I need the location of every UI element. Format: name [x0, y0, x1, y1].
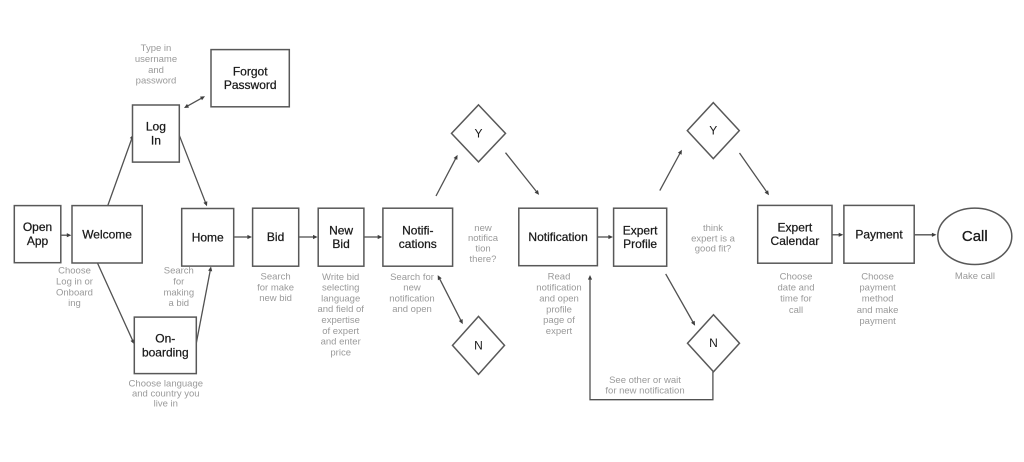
svg-text:Forgot: Forgot [233, 64, 268, 78]
svg-text:boarding: boarding [142, 345, 189, 359]
svg-text:price: price [330, 347, 351, 358]
svg-text:Read: Read [548, 272, 571, 283]
svg-text:a bid: a bid [168, 298, 189, 309]
svg-text:App: App [27, 234, 49, 248]
svg-text:Choose language: Choose language [129, 379, 203, 390]
svg-text:On-: On- [155, 332, 175, 346]
svg-text:password: password [136, 76, 177, 87]
svg-text:Profile: Profile [623, 237, 657, 251]
svg-text:Home: Home [192, 230, 224, 244]
svg-text:expert: expert [546, 326, 573, 337]
svg-text:new bid: new bid [259, 293, 292, 304]
svg-text:payment: payment [859, 316, 896, 327]
svg-text:ing: ing [68, 298, 81, 309]
svg-text:Search for: Search for [390, 272, 434, 283]
svg-text:and open: and open [539, 293, 579, 304]
svg-text:N: N [474, 338, 483, 352]
svg-text:and field of: and field of [317, 304, 364, 315]
svg-text:profile: profile [546, 304, 572, 315]
svg-text:of expert: of expert [322, 326, 359, 337]
svg-text:Notifi-: Notifi- [402, 223, 433, 237]
svg-text:Call: Call [962, 228, 988, 245]
svg-text:live in: live in [154, 398, 178, 409]
svg-text:Calendar: Calendar [771, 234, 820, 248]
svg-text:payment: payment [859, 283, 896, 294]
svg-text:and country you: and country you [132, 388, 200, 399]
svg-text:cations: cations [399, 237, 437, 251]
svg-text:Open: Open [23, 220, 52, 234]
svg-text:notification: notification [536, 283, 581, 294]
svg-text:Expert: Expert [623, 223, 658, 237]
svg-text:Choose: Choose [780, 272, 813, 283]
svg-text:Payment: Payment [855, 227, 903, 241]
svg-text:and open: and open [392, 304, 432, 315]
svg-text:username: username [135, 54, 177, 65]
svg-text:call: call [789, 305, 803, 316]
svg-text:notification: notification [389, 293, 434, 304]
svg-text:Type in: Type in [141, 43, 172, 54]
svg-text:Notification: Notification [528, 230, 587, 244]
svg-text:for new notification: for new notification [605, 386, 684, 397]
svg-text:and enter: and enter [321, 337, 361, 348]
svg-text:See other or wait: See other or wait [609, 375, 681, 386]
svg-text:selecting: selecting [322, 283, 360, 294]
svg-text:date and: date and [778, 283, 815, 294]
svg-text:expertise: expertise [321, 315, 360, 326]
svg-text:Expert: Expert [778, 220, 813, 234]
svg-text:good fit?: good fit? [695, 244, 731, 255]
svg-text:Write bid: Write bid [322, 272, 359, 283]
svg-text:for: for [173, 276, 184, 287]
svg-text:notifica: notifica [468, 233, 499, 244]
svg-text:Password: Password [224, 78, 277, 92]
svg-text:page of: page of [543, 315, 575, 326]
svg-text:tion: tion [475, 244, 490, 255]
svg-text:method: method [862, 294, 894, 305]
svg-text:Onboard: Onboard [56, 287, 93, 298]
svg-text:Log: Log [146, 120, 166, 134]
svg-text:New: New [329, 223, 353, 237]
svg-text:and make: and make [857, 305, 899, 316]
svg-text:Search: Search [261, 272, 291, 283]
svg-text:there?: there? [470, 254, 497, 265]
svg-text:Choose: Choose [58, 266, 91, 277]
svg-text:think: think [703, 223, 723, 234]
svg-text:Y: Y [474, 126, 482, 140]
svg-text:new: new [474, 223, 492, 234]
svg-text:In: In [151, 134, 161, 148]
svg-text:Welcome: Welcome [82, 227, 132, 241]
svg-text:and: and [148, 65, 164, 76]
svg-text:making: making [163, 287, 194, 298]
svg-text:time for: time for [780, 294, 812, 305]
svg-text:language: language [321, 293, 360, 304]
svg-text:new: new [403, 283, 421, 294]
svg-text:Bid: Bid [267, 230, 284, 244]
svg-text:Log in or: Log in or [56, 276, 93, 287]
svg-text:for make: for make [257, 282, 294, 293]
svg-text:Y: Y [709, 124, 717, 138]
svg-text:Bid: Bid [332, 237, 349, 251]
svg-text:expert is a: expert is a [691, 233, 736, 244]
svg-text:Choose: Choose [861, 272, 894, 283]
svg-text:Make call: Make call [955, 271, 995, 282]
svg-text:Search: Search [164, 266, 194, 277]
svg-text:N: N [709, 336, 718, 350]
